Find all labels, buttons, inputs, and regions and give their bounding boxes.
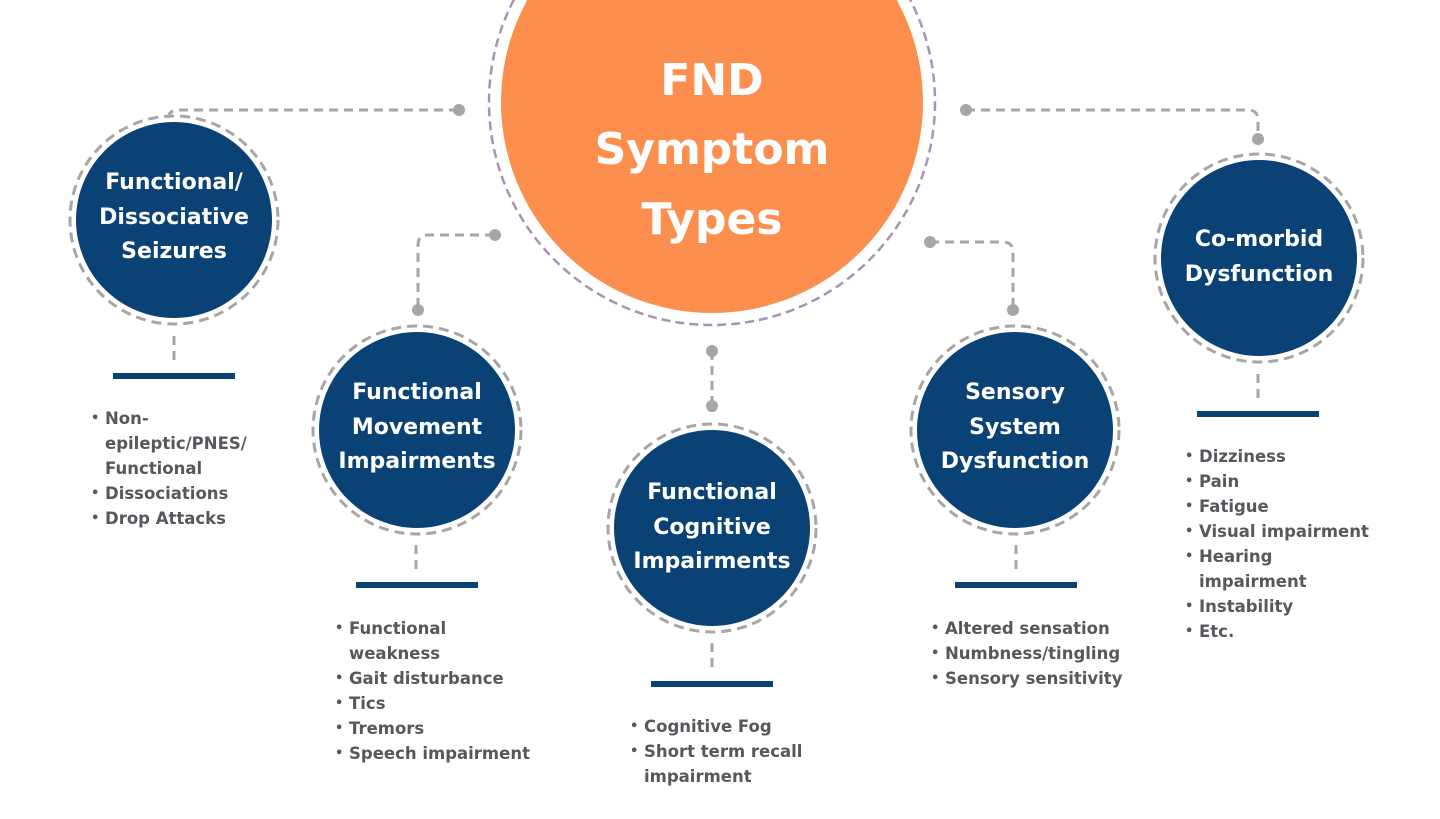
node-ring-sensory [909, 324, 1121, 536]
symptom-list-seizures: Non-epileptic/PNES/Functional Dissociati… [91, 406, 247, 531]
connector-dot [489, 229, 501, 241]
node-ring-seizures [68, 114, 280, 326]
connector-dot [706, 345, 718, 357]
node-title-line: Functional/ [105, 169, 243, 195]
symptom-list-comorbid: Dizziness Pain Fatigue Visual impairment… [1185, 444, 1369, 644]
node-circle-comorbid [1161, 160, 1357, 356]
node-title-line: Functional [352, 379, 482, 405]
list-item: Visual impairment [1185, 519, 1369, 544]
symptom-list-sensory: Altered sensation Numbness/tingling Sens… [931, 616, 1122, 691]
list-item: Tics [335, 691, 530, 716]
connector-dot [960, 104, 972, 116]
list-item: Fatigue [1185, 494, 1369, 519]
list-item: Pain [1185, 469, 1369, 494]
divider-bar-sensory [955, 582, 1077, 588]
node-title-cognitive: Functional Cognitive Impairments [617, 473, 807, 583]
center-title-line: FND [660, 54, 764, 106]
divider-bar-seizures [113, 373, 235, 379]
node-title-seizures: Functional/ Dissociative Seizures [84, 163, 264, 273]
connector-dot [924, 236, 936, 248]
node-title-comorbid: Co-morbid Dysfunction [1164, 220, 1354, 295]
center-circle [501, 0, 923, 313]
node-circle-sensory [917, 332, 1113, 528]
list-item: Altered sensation [931, 616, 1122, 641]
list-item: Gait disturbance [335, 666, 530, 691]
list-item: Drop Attacks [91, 506, 247, 531]
node-circles [68, 114, 1365, 634]
node-title-line: Impairments [633, 549, 791, 575]
node-circle-seizures [76, 122, 272, 318]
connector-center-to-sensory [930, 240, 1015, 308]
node-circle-cognitive [614, 430, 810, 626]
list-item: Dizziness [1185, 444, 1369, 469]
center-title-line: Symptom [594, 124, 830, 176]
node-title-line: Co-morbid [1194, 226, 1324, 252]
center-title: FND Symptom Types [562, 45, 862, 255]
list-item: Sensory sensitivity [931, 666, 1122, 691]
list-item: Cognitive Fog [630, 714, 802, 739]
list-item: Dissociations [91, 481, 247, 506]
divider-bar-movement [356, 582, 478, 588]
node-ring-cognitive [606, 422, 818, 634]
node-title-sensory: Sensory System Dysfunction [920, 373, 1110, 483]
connector-dot [412, 304, 424, 316]
center-title-line: Types [641, 193, 783, 245]
connector-dot [1007, 304, 1019, 316]
center-node [487, 0, 937, 327]
node-title-line: Seizures [121, 239, 227, 265]
node-title-line: Dissociative [99, 204, 249, 230]
divider-bar-comorbid [1197, 411, 1319, 417]
node-ring-comorbid [1153, 152, 1365, 364]
node-title-line: Impairments [338, 449, 496, 475]
node-title-line: System [969, 414, 1061, 440]
center-ring [487, 0, 937, 327]
connector-center-to-comorbid [966, 108, 1260, 138]
node-title-line: Sensory [965, 379, 1065, 405]
node-title-line: Cognitive [653, 514, 771, 540]
divider-bar-cognitive [651, 681, 773, 687]
node-ring-movement [311, 324, 523, 536]
connectors [161, 104, 1264, 673]
node-circle-movement [319, 332, 515, 528]
list-item: Numbness/tingling [931, 641, 1122, 666]
connector-dot [706, 400, 718, 412]
node-title-movement: Functional Movement Impairments [322, 373, 512, 483]
connector-dot [1252, 133, 1264, 145]
list-item: Tremors [335, 716, 530, 741]
node-title-line: Dysfunction [1184, 261, 1334, 287]
list-item: Speech impairment [335, 741, 530, 766]
connector-center-to-movement [416, 233, 494, 308]
symptom-list-cognitive: Cognitive Fog Short term recallimpairmen… [630, 714, 802, 789]
node-title-line: Functional [647, 479, 777, 505]
list-item: Etc. [1185, 619, 1369, 644]
node-title-line: Dysfunction [940, 449, 1090, 475]
connector-dot [453, 104, 465, 116]
divider-bars [113, 373, 1319, 687]
list-item: Non-epileptic/PNES/Functional [91, 406, 247, 481]
connector-center-to-seizures [166, 108, 458, 138]
node-title-line: Movement [351, 414, 483, 440]
list-item: Instability [1185, 594, 1369, 619]
